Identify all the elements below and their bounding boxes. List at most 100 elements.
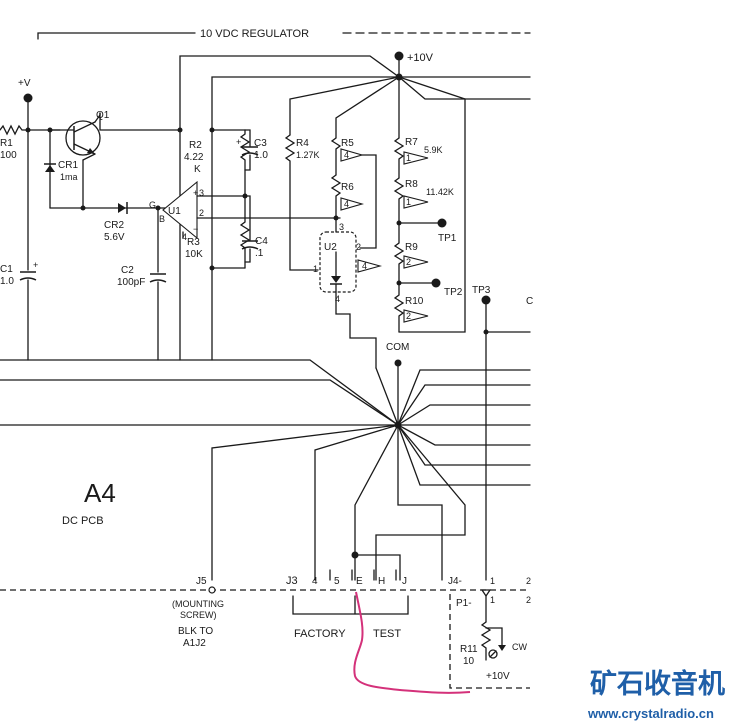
mounting-text-1: (MOUNTING [172, 599, 224, 609]
r8-label: R8 [405, 179, 418, 190]
r7-value: 5.9K [424, 145, 443, 155]
svg-text:4: 4 [344, 199, 349, 209]
tp1-terminal [437, 218, 447, 228]
svg-text:3: 3 [339, 222, 344, 232]
svg-text:2: 2 [199, 208, 204, 218]
factory-test-bracket: FACTORY TEST [292, 595, 409, 640]
j4-pin-2: 2 [526, 576, 531, 586]
tp3-branch: TP3 C [472, 285, 533, 581]
p1-pin-1: 1 [490, 595, 495, 605]
svg-text:2: 2 [406, 311, 411, 321]
j3-pin-5: 5 [334, 576, 340, 587]
c1-label: C1 [0, 264, 13, 275]
svg-text:1: 1 [313, 264, 318, 274]
board-label: A4 DC PCB [62, 478, 116, 527]
c1-value: 1.0 [0, 276, 14, 287]
plus-10v-label: +10V [407, 52, 434, 64]
svg-text:+: + [236, 137, 241, 147]
r6-label: R6 [341, 182, 354, 193]
r7-resistor [393, 137, 405, 179]
r2-value: 4.22 [184, 152, 204, 163]
svg-text:2: 2 [356, 242, 361, 252]
svg-text:G: G [149, 200, 156, 210]
p1-label: P1- [456, 598, 472, 609]
tp3-label: TP3 [472, 285, 491, 296]
svg-text:3: 3 [199, 188, 204, 198]
r6-resistor [330, 174, 342, 219]
j4-pin-1: 1 [490, 576, 495, 586]
regulator-title: 10 VDC REGULATOR [200, 28, 309, 40]
cr1-value: 1ma [60, 172, 78, 182]
r11-pot: R11 10 CW +10V [449, 594, 530, 689]
r11-resistor [480, 621, 492, 661]
watermark-cn: 矿石收音机 [590, 668, 725, 699]
q1-label: Q1 [96, 110, 110, 121]
c2-capacitor: C2 100pF [117, 207, 167, 361]
cr1-label: CR1 [58, 160, 78, 171]
j4-label: J4- [448, 576, 462, 587]
q1-transistor: Q1 [49, 110, 183, 161]
cr2-label: CR2 [104, 220, 124, 231]
svg-text:4: 4 [362, 261, 367, 271]
vplus-label: +V [18, 78, 31, 89]
r4-r6-network: R4 1.27K R5 4 R6 4 [284, 134, 377, 271]
p1-pin-2: 2 [526, 595, 531, 605]
mounting-text-2: SCREW) [180, 610, 217, 620]
svg-text:4: 4 [182, 232, 187, 242]
r11-value: 10 [463, 656, 475, 667]
svg-text:1: 1 [406, 153, 411, 163]
tp2-label: TP2 [444, 287, 463, 298]
r10-resistor [393, 282, 405, 333]
c2-label: C2 [121, 265, 134, 276]
board-sub: DC PCB [62, 515, 104, 527]
c4-label: C4 [255, 236, 268, 247]
r2-unit: K [194, 164, 201, 175]
j5-label: J5 [196, 576, 207, 587]
cw-label: CW [512, 642, 527, 652]
svg-text:4: 4 [335, 294, 340, 304]
r3-label: R3 [187, 237, 200, 248]
u1-opamp: U1 G B + − 3 2 4 [149, 180, 341, 242]
tp2-terminal [431, 278, 441, 288]
blk-text-2: A1J2 [183, 638, 206, 649]
j5-hole [208, 586, 216, 594]
r1-resistor [0, 124, 61, 136]
j3-pin-4: 4 [312, 576, 318, 587]
blk-text-1: BLK TO [178, 626, 213, 637]
c3-value: 1.0 [254, 150, 268, 161]
r3-value: 10K [185, 249, 203, 260]
watermark-url: www.crystalradio.cn [587, 706, 714, 721]
com-node: COM [0, 342, 531, 581]
pink-annotation-line [353, 591, 471, 694]
r4-value: 1.27K [296, 150, 320, 160]
svg-text:+: + [193, 188, 198, 198]
r2-resistor [239, 129, 251, 197]
r7-label: R7 [405, 137, 418, 148]
c4-value: .1 [255, 248, 264, 259]
u2-label: U2 [324, 242, 337, 253]
r4-label: R4 [296, 138, 309, 149]
svg-text:B: B [159, 214, 165, 224]
cr2-value: 5.6V [104, 232, 125, 243]
j3-pin-h: H [378, 576, 385, 587]
j3-pin-j: J [402, 576, 407, 587]
r10-label: R10 [405, 296, 424, 307]
r4-resistor [284, 134, 319, 271]
r2-label: R2 [189, 140, 202, 151]
r8-value: 11.42K [426, 187, 454, 197]
com-label: COM [386, 342, 409, 353]
connector-row: J5 (MOUNTING SCREW) BLK TO A1J2 J3 4 5 E… [0, 569, 531, 649]
r9-resistor [393, 222, 405, 284]
svg-text:−: − [193, 224, 198, 234]
r11-supply-label: +10V [486, 671, 510, 682]
r1-label: R1 [0, 138, 13, 149]
r3-resistor [239, 195, 251, 269]
edge-c-label: C [526, 296, 533, 307]
r5-label: R5 [341, 138, 354, 149]
u1-label: U1 [168, 206, 181, 217]
r7-r10-divider: R7 5.9K 1 R8 11.42K 1 TP1 R9 2 TP2 R10 2 [393, 98, 466, 333]
test-label: TEST [373, 628, 401, 640]
c2-value: 100pF [117, 277, 145, 288]
u2-reference: U2 3 2 1 4 4 [313, 222, 383, 369]
